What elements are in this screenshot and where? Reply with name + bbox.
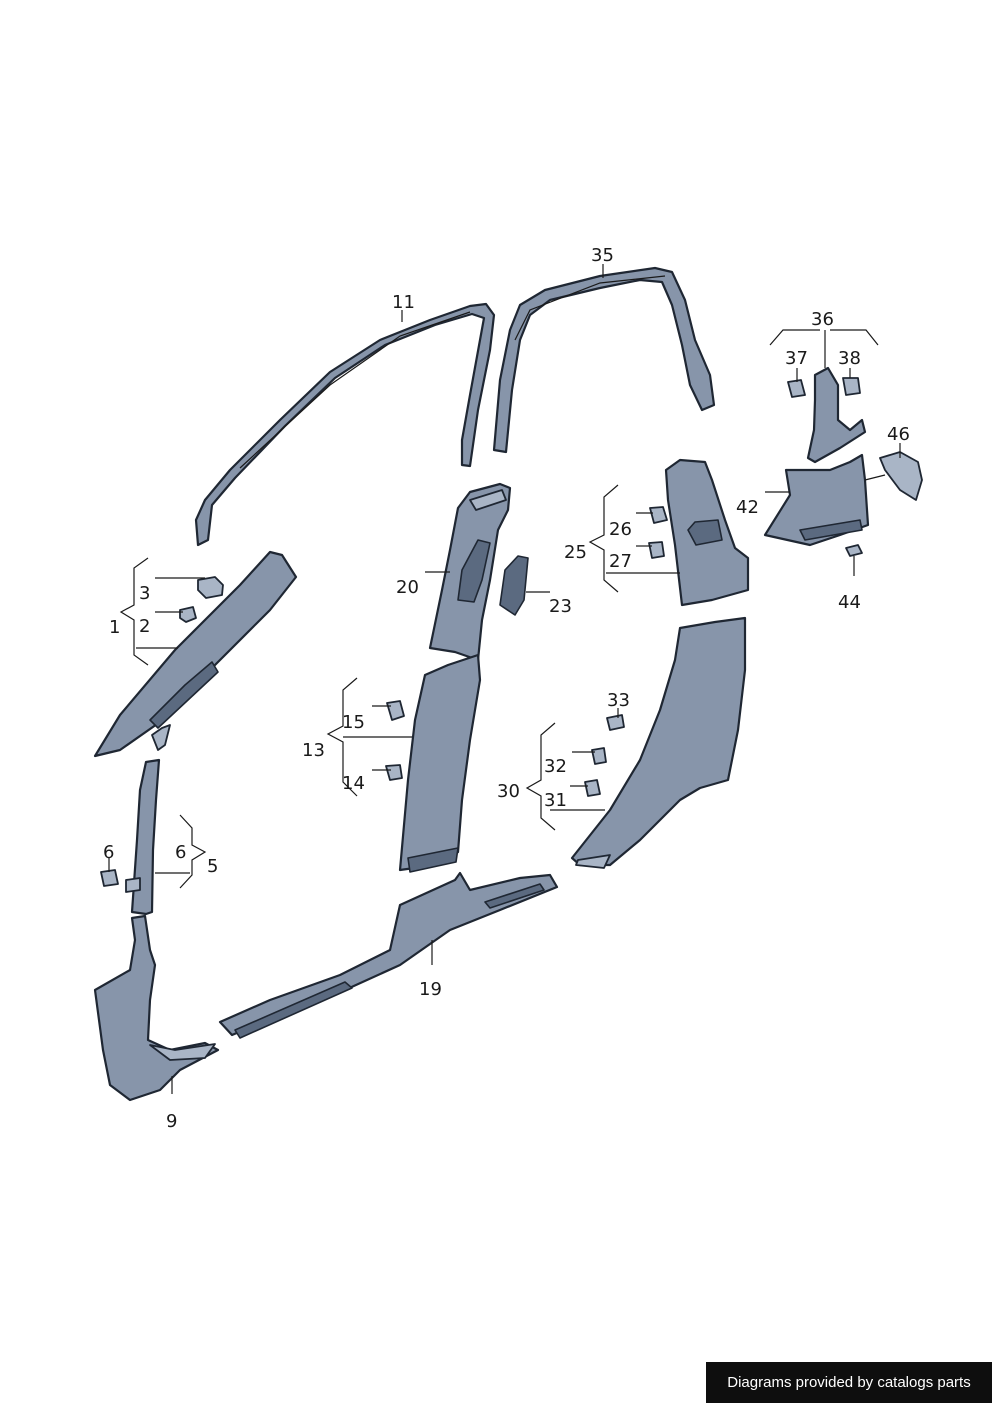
part-1-a-pillar-trim[interactable] [93,550,298,758]
callout-23: 23 [549,596,572,617]
callout-36: 36 [811,309,834,330]
part-33-clip[interactable] [606,714,625,731]
callout-9: 9 [166,1111,177,1132]
callout-42: 42 [736,497,759,518]
part-11-front-roof-seal[interactable] [194,302,496,547]
part-5-lower-pillar-strip[interactable] [125,758,161,916]
part-26-clip[interactable] [649,506,668,524]
callout-32: 32 [544,756,567,777]
part-15-clip[interactable] [386,700,405,721]
callout-labels: 1 2 3 5 6 6 9 11 13 14 15 19 20 23 25 26… [103,245,910,1132]
part-25-c-pillar-upper[interactable] [664,458,750,607]
callout-14: 14 [342,773,365,794]
callout-11: 11 [392,292,415,313]
part-20-b-pillar-upper[interactable] [428,482,512,662]
part-23-belt-adjuster[interactable] [499,555,529,616]
callout-2: 2 [139,616,150,637]
part-9-kick-panel[interactable] [93,914,220,1102]
callout-26: 26 [609,519,632,540]
callout-30: 30 [497,781,520,802]
callout-6-bracket: 6 [175,842,186,863]
callout-35: 35 [591,245,614,266]
callout-13: 13 [302,740,325,761]
callout-15: 15 [342,712,365,733]
part-46-cover[interactable] [879,451,923,501]
credit-banner: Diagrams provided by catalogs parts [706,1362,992,1403]
part-14-clip[interactable] [385,764,403,781]
callout-44: 44 [838,592,861,613]
callout-6-clip: 6 [103,842,114,863]
callout-5: 5 [207,856,218,877]
callout-1: 1 [109,617,120,638]
part-42-trunk-side-trim[interactable] [763,453,870,547]
part-3-clip[interactable] [197,576,224,599]
credit-text: Diagrams provided by catalogs parts [727,1374,971,1391]
callout-38: 38 [838,348,861,369]
part-27-clip[interactable] [648,541,665,559]
part-44-screw[interactable] [845,544,863,576]
callout-3: 3 [139,583,150,604]
part-2-clip[interactable] [179,606,197,623]
callout-31: 31 [544,790,567,811]
part-31-clip[interactable] [584,779,601,797]
part-36-d-pillar-trim[interactable] [806,366,867,464]
part-30-quarter-trim[interactable] [570,616,747,869]
part-13-b-pillar-lower[interactable] [398,653,482,873]
callout-20: 20 [396,577,419,598]
part-19-sill-panel[interactable] [218,871,559,1039]
leader-lines [108,264,901,1094]
part-6-clip[interactable] [100,869,119,887]
part-35-rear-roof-seal[interactable] [492,266,716,454]
callout-46: 46 [887,424,910,445]
callout-37: 37 [785,348,808,369]
callout-19: 19 [419,979,442,1000]
part-37-clip[interactable] [787,379,806,398]
callout-27: 27 [609,551,632,572]
callout-33: 33 [607,690,630,711]
callout-25: 25 [564,542,587,563]
part-38-clip[interactable] [842,377,861,396]
part-32-clip[interactable] [591,747,607,765]
